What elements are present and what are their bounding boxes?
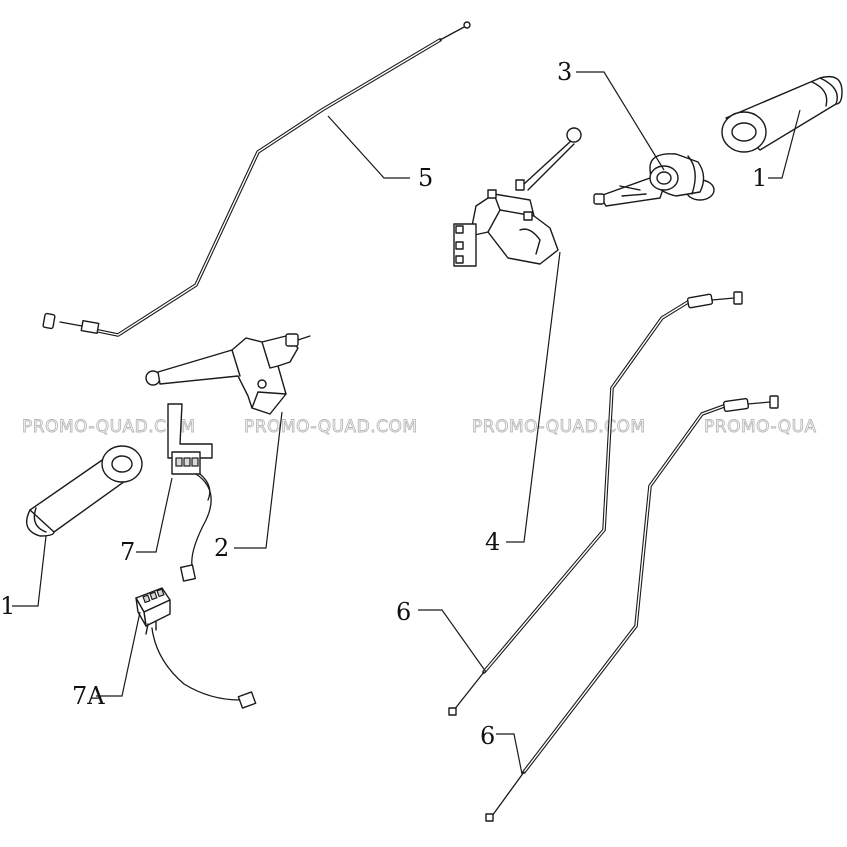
grip-left-part: [26, 445, 143, 537]
callout-grip-left: 1: [0, 592, 15, 620]
switch-part: [167, 403, 213, 582]
throttle-part: [593, 153, 715, 207]
switch-alt-part: [135, 587, 257, 709]
brake-cable-part: [42, 21, 471, 337]
watermark-text-3: PROMO-QUAD.COM: [472, 417, 646, 437]
callout-brake-lever: 2: [214, 534, 229, 562]
cable-lower-part: [485, 395, 779, 822]
callout-brake-cable: 5: [418, 164, 433, 192]
watermark-text-1: PROMO-QUAD.COM: [22, 417, 196, 437]
control-switch-part: [453, 127, 582, 267]
leader-lines: [12, 71, 801, 775]
cable-upper-part: [448, 291, 743, 716]
callout-switch: 7: [120, 538, 135, 566]
callout-cable-lower: 6: [480, 722, 495, 750]
callout-grip-right: 1: [752, 164, 767, 192]
grip-right-part: [721, 75, 843, 153]
callout-labels: 5 3 1 4 2 7 1 7A 6 6: [0, 58, 767, 750]
callout-cable-upper: 6: [396, 598, 411, 626]
callout-control-switch: 4: [485, 528, 500, 556]
callout-switch-alt: 7A: [72, 682, 105, 710]
watermark-row: PROMO-QUAD.COM PROMO-QUAD.COM PROMO-QUAD…: [22, 417, 817, 438]
brake-lever-part: [145, 333, 311, 415]
watermark-text-4: PROMO-QUA: [704, 417, 817, 437]
callout-throttle: 3: [557, 58, 572, 86]
watermark-text-2: PROMO-QUAD.COM: [244, 417, 418, 437]
